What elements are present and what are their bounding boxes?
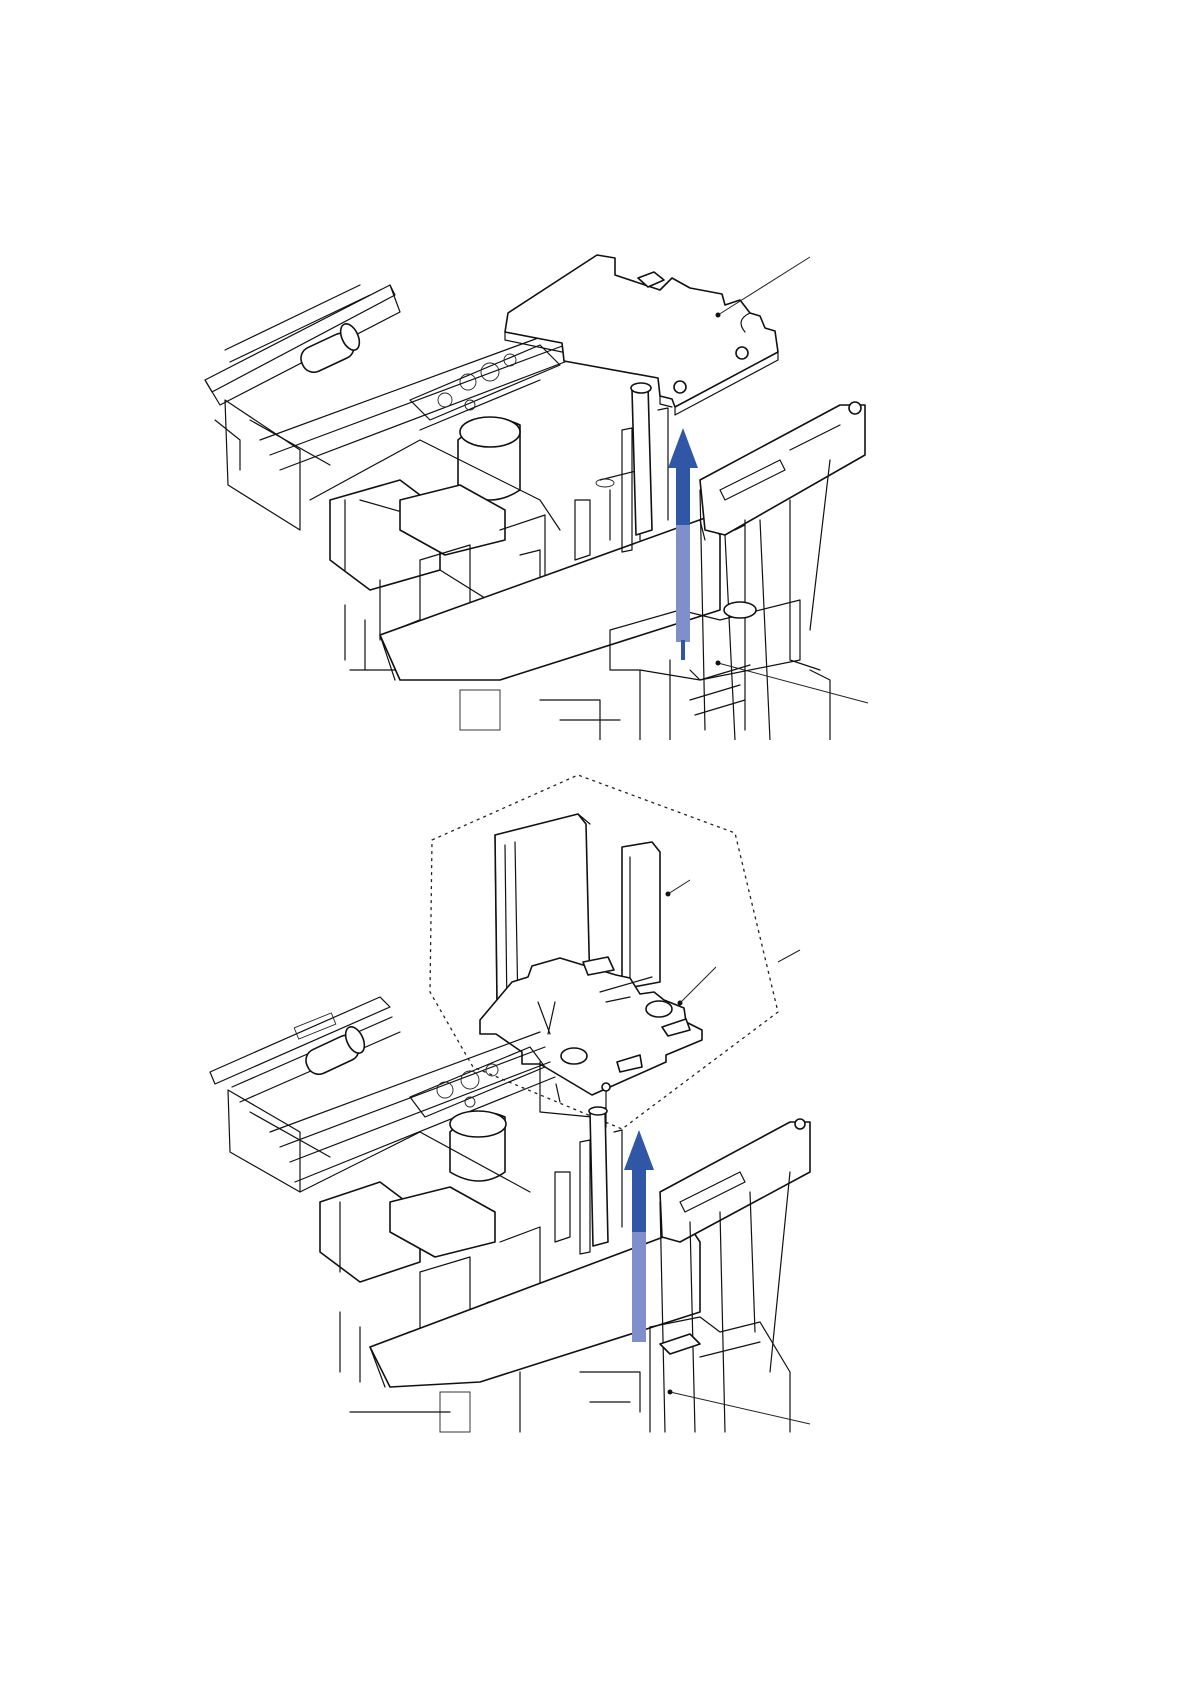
top-exploded-view bbox=[0, 200, 1190, 740]
bottom-diagram-svg bbox=[0, 772, 1190, 1452]
guide-post bbox=[622, 383, 668, 552]
bottom-exploded-view bbox=[0, 772, 1190, 1452]
callout-5 bbox=[668, 1390, 811, 1425]
top-diagram-svg bbox=[0, 200, 1190, 740]
motor bbox=[458, 417, 520, 500]
callout-4 bbox=[678, 950, 801, 1006]
central-housing bbox=[300, 1132, 570, 1432]
callout-3 bbox=[666, 880, 691, 897]
callout-2 bbox=[716, 661, 869, 704]
gear-block bbox=[410, 1047, 545, 1181]
guide-post bbox=[580, 1107, 622, 1254]
